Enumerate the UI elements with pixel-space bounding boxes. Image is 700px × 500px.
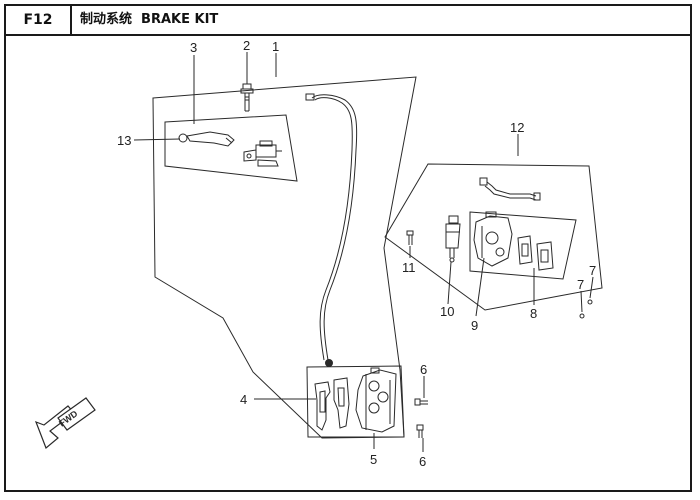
front-master-cylinder-part (243, 140, 282, 167)
assembly-group-1-outline (152, 76, 417, 439)
callout-3: 3 (190, 40, 197, 55)
front-brake-pads-part (314, 377, 350, 431)
subassembly-13-box (164, 114, 298, 182)
leader-lines (133, 52, 594, 452)
rear-caliper-part (473, 211, 513, 267)
callout-1: 1 (272, 39, 279, 54)
figure-code: F12 (6, 6, 72, 34)
callout-7-upper: 7 (589, 263, 596, 278)
rear-brake-hose-part (479, 177, 541, 201)
front-caliper-part (355, 367, 397, 433)
pad-pin-clip-upper-part (587, 299, 593, 305)
callout-13: 13 (117, 133, 131, 148)
fwd-direction-arrow: FWD (34, 397, 96, 449)
drawing-frame: F12 制动系统 BRAKE KIT (4, 4, 692, 492)
title-bar: F12 制动系统 BRAKE KIT (6, 6, 690, 36)
front-brake-hose-part (305, 93, 358, 367)
rear-brake-pads-part (517, 235, 554, 271)
callout-12: 12 (510, 120, 524, 135)
rear-master-cylinder-part (445, 215, 461, 263)
callout-4: 4 (240, 392, 247, 407)
callout-9: 9 (471, 318, 478, 333)
callout-11: 11 (402, 260, 416, 275)
callout-6-upper: 6 (420, 362, 427, 377)
figure-title: 制动系统 BRAKE KIT (80, 12, 219, 27)
caliper-bolt-lower-part (416, 424, 424, 438)
callout-10: 10 (440, 304, 454, 319)
callout-8: 8 (530, 306, 537, 321)
callout-6-lower: 6 (419, 454, 426, 469)
caliper-bolt-upper-part (414, 398, 428, 406)
rear-mounting-bolt-part (406, 230, 414, 245)
subassembly-8-9-box (469, 211, 577, 280)
banjo-bolt-part (240, 83, 254, 112)
brake-lever-part (178, 131, 235, 147)
pad-pin-clip-lower-part (579, 313, 585, 319)
callout-7-lower: 7 (577, 277, 584, 292)
callout-2: 2 (243, 38, 250, 53)
assembly-group-12-outline (384, 163, 603, 311)
callout-5: 5 (370, 452, 377, 467)
subassembly-4-5-box (306, 365, 405, 438)
